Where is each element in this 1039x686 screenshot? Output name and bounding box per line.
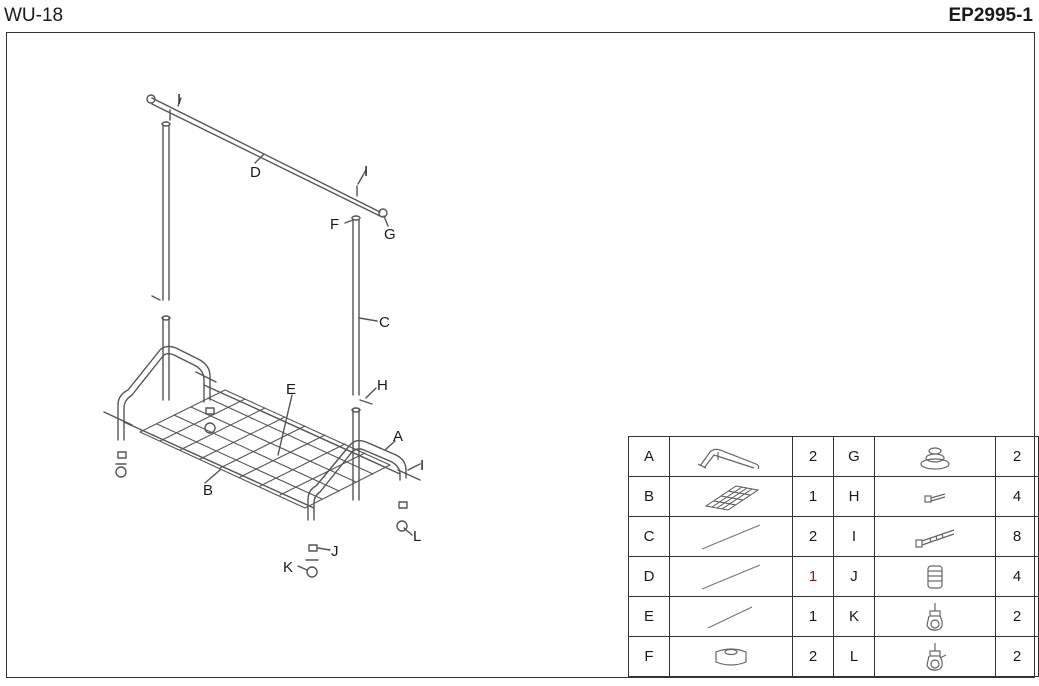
connector-cap-icon [669, 636, 793, 677]
caster-back-right [396, 501, 408, 532]
top-bar-icon [669, 556, 793, 597]
wire-grid-E [139, 389, 391, 509]
part-letter: G [833, 436, 875, 477]
part-qty: 1 [792, 556, 834, 597]
locking-caster-icon [874, 636, 996, 677]
part-qty: 2 [995, 436, 1039, 477]
caster-back-left [204, 407, 216, 434]
short-bolt-icon [874, 476, 996, 517]
label-F: F [330, 216, 339, 233]
table-row: D 1 J 4 [628, 556, 1039, 597]
model-code: WU-18 [4, 5, 64, 26]
part-letter: H [833, 476, 875, 517]
label-I-right: I [420, 457, 424, 474]
parts-list-table: A 2 G 2 B 1 H 4 C [628, 436, 1039, 677]
table-row: C 2 I 8 [628, 516, 1039, 557]
upright-tube-icon [669, 516, 793, 557]
part-qty: 4 [995, 556, 1039, 597]
label-I-top: I [177, 91, 181, 108]
long-bolt-icon [874, 516, 996, 557]
table-row: E 1 K 2 [628, 596, 1039, 637]
part-letter: F [628, 636, 670, 677]
part-qty: 2 [792, 516, 834, 557]
part-letter: I [833, 516, 875, 557]
part-qty: 8 [995, 516, 1039, 557]
part-qty: 2 [792, 636, 834, 677]
cross-rod-icon [669, 596, 793, 637]
label-E: E [286, 381, 296, 398]
label-C: C [379, 314, 390, 331]
upright-right [351, 215, 361, 501]
label-J: J [331, 543, 339, 560]
spring-icon [874, 556, 996, 597]
caster-icon [874, 596, 996, 637]
label-B: B [203, 482, 213, 499]
part-letter: B [628, 476, 670, 517]
label-H: H [377, 377, 388, 394]
label-A: A [393, 428, 403, 445]
end-cap-icon [874, 436, 996, 477]
wire-grid-icon [669, 476, 793, 517]
label-G: G [384, 226, 396, 243]
upright-left [151, 121, 171, 401]
part-letter: L [833, 636, 875, 677]
top-bar-D [146, 94, 388, 218]
label-D: D [250, 164, 261, 181]
part-letter: K [833, 596, 875, 637]
label-I-mid: I [364, 163, 368, 180]
caster-front-right [305, 544, 319, 578]
label-L: L [413, 528, 421, 545]
frame-base-icon [669, 436, 793, 477]
part-letter: E [628, 596, 670, 637]
part-qty: 2 [995, 596, 1039, 637]
table-row: F 2 L 2 [628, 636, 1039, 677]
part-qty: 1 [792, 476, 834, 517]
part-number: EP2995-1 [948, 5, 1033, 26]
part-qty: 4 [995, 476, 1039, 517]
label-K: K [283, 559, 293, 576]
part-letter: D [628, 556, 670, 597]
drawing-frame [6, 32, 1035, 678]
part-qty: 2 [995, 636, 1039, 677]
part-qty: 2 [792, 436, 834, 477]
part-letter: A [628, 436, 670, 477]
base-frame-right [307, 439, 421, 521]
table-row: A 2 G 2 [628, 436, 1039, 477]
table-row: B 1 H 4 [628, 476, 1039, 517]
part-letter: C [628, 516, 670, 557]
caster-front-left [115, 451, 127, 478]
part-qty: 1 [792, 596, 834, 637]
part-letter: J [833, 556, 875, 597]
